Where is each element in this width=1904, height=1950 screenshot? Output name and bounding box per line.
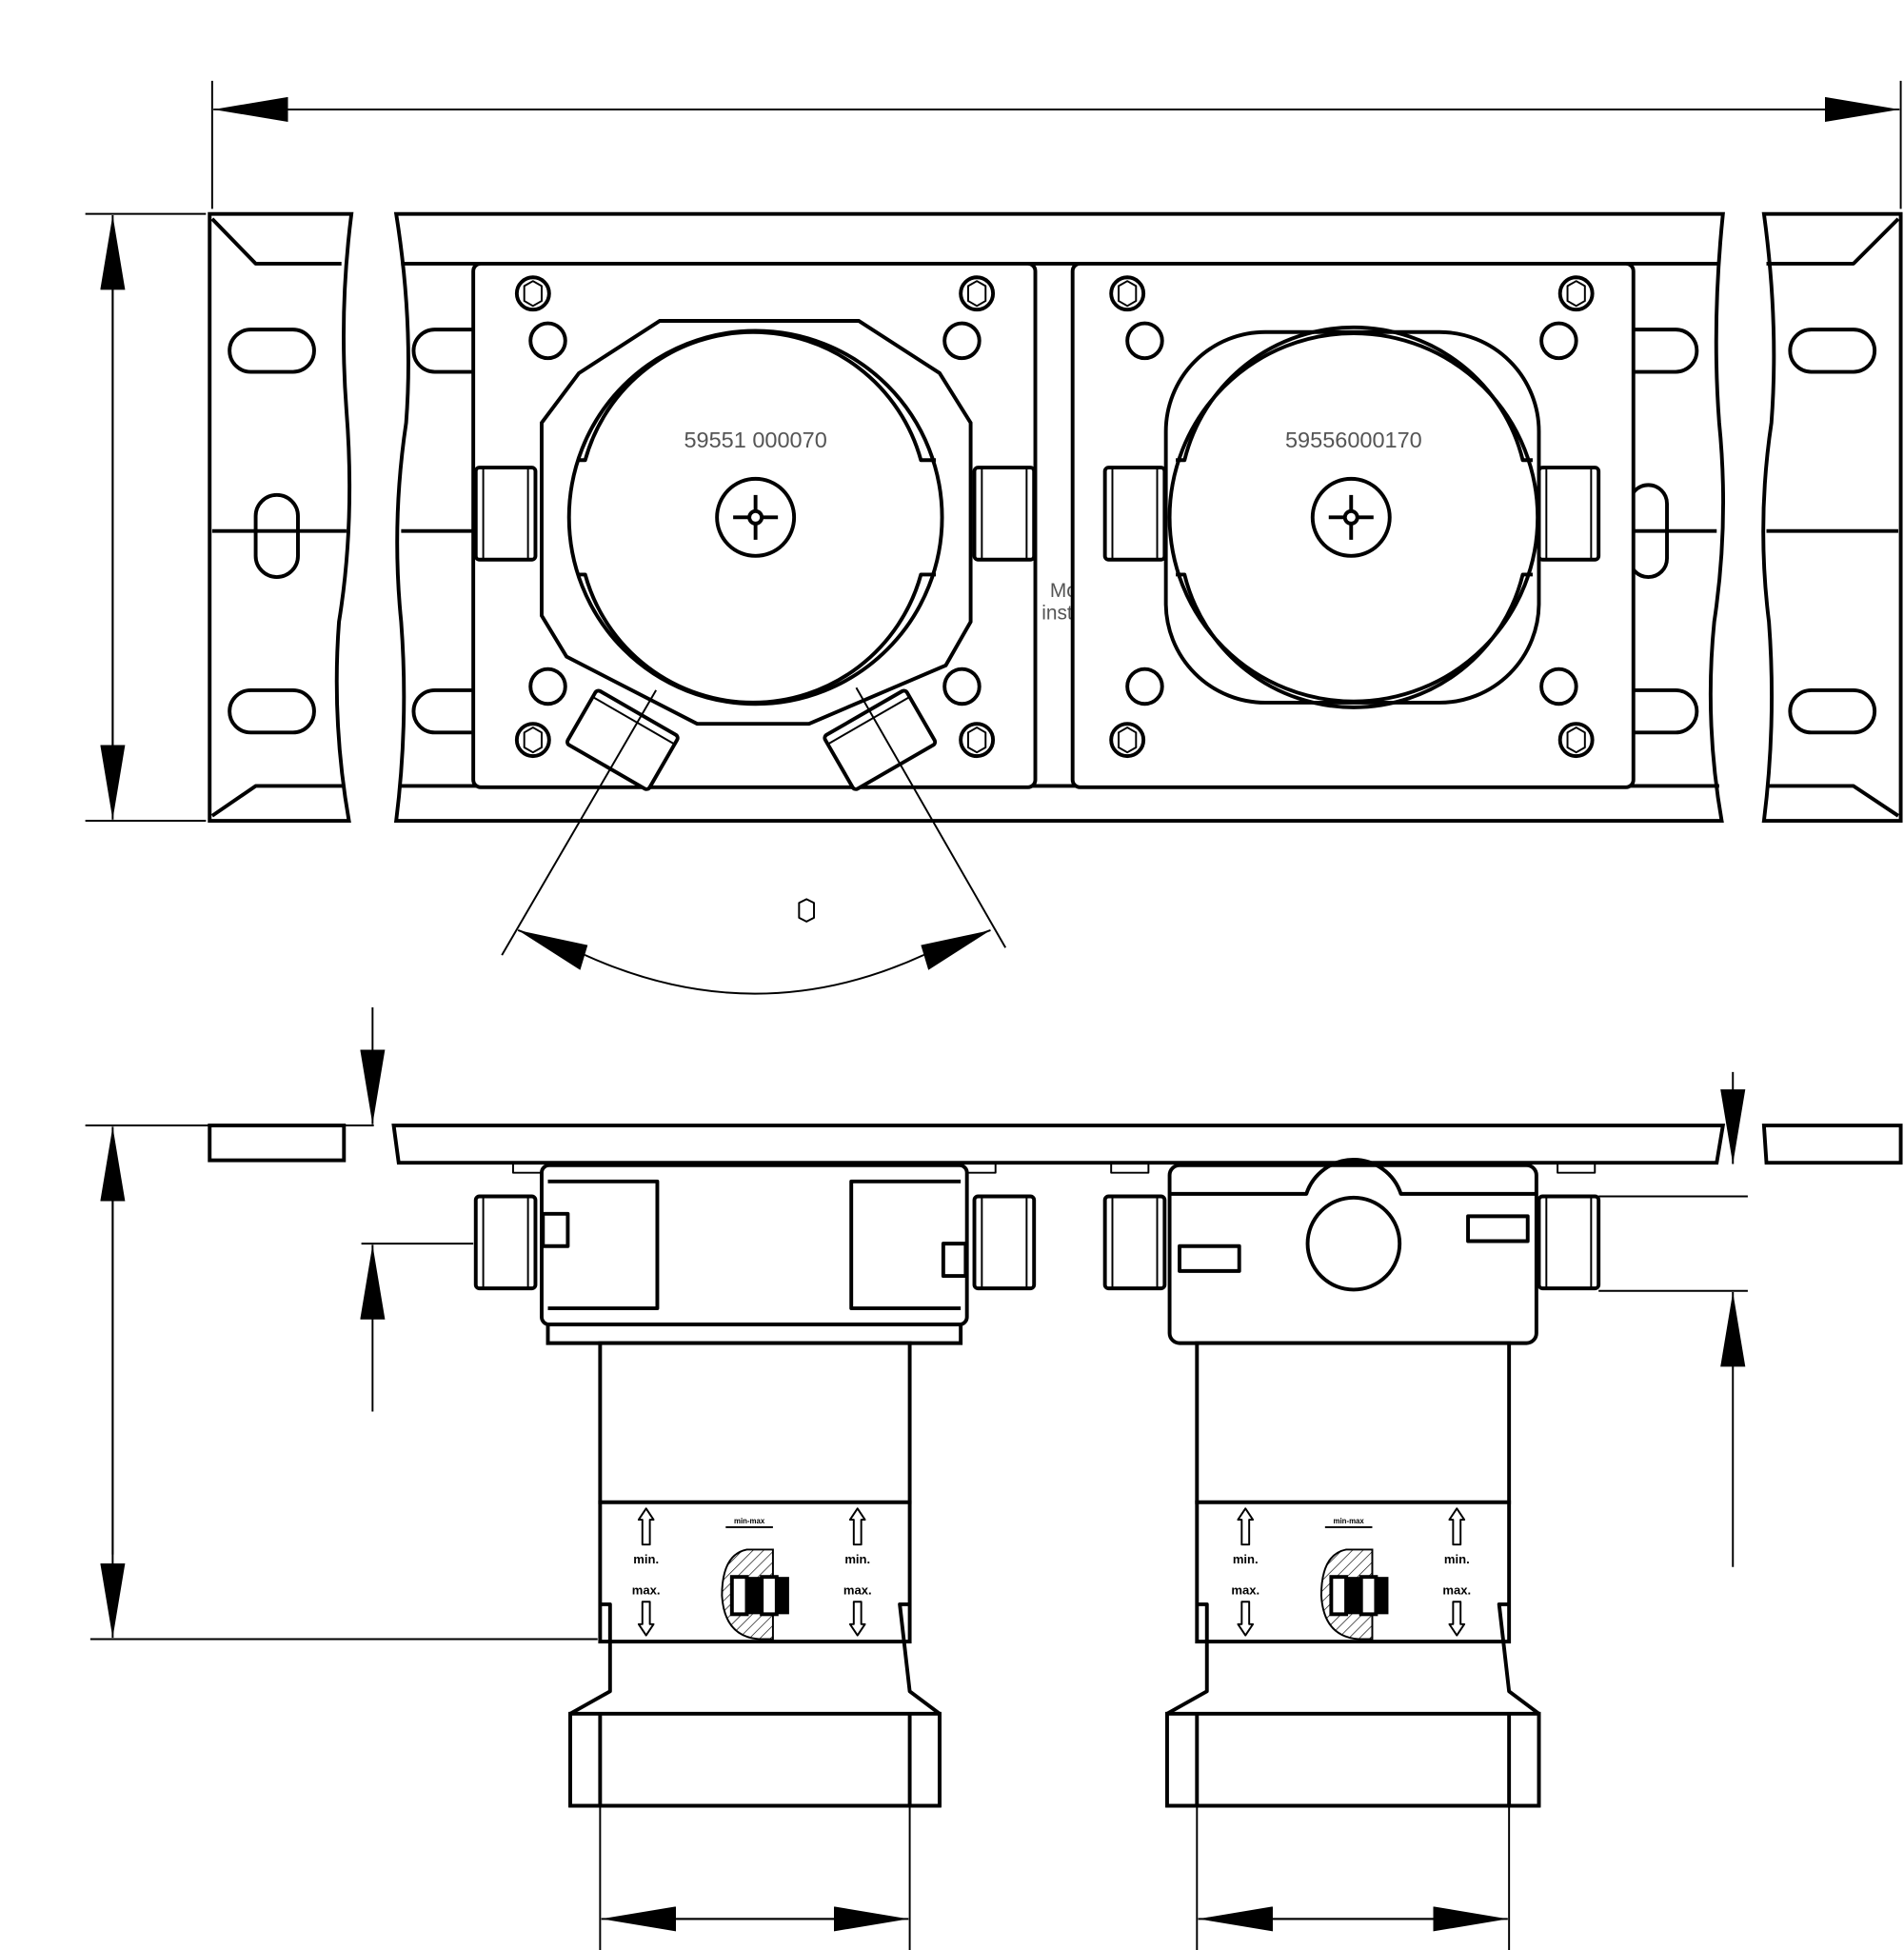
rotation-angle-dimension [501, 686, 1007, 995]
overall-width-dimension [210, 80, 1902, 209]
left-module-side: min. max. min. max. min-max [473, 1162, 1037, 1808]
max-label-right: max. [1442, 1582, 1471, 1597]
connector-height-dimension-right [1598, 1071, 1748, 1567]
side-note-line2: inst [1041, 602, 1073, 624]
right-module-label: 59556000170 [1285, 428, 1422, 452]
connector [972, 1194, 1037, 1291]
connector [473, 1194, 538, 1291]
connector [1102, 1194, 1167, 1291]
top-view: 59551 000070 Mo inst [85, 80, 1903, 995]
right-module-side: min. max. min. max. min-max [1102, 1157, 1601, 1808]
plate [208, 1124, 1903, 1165]
min-label-right: min. [844, 1552, 870, 1566]
side-note-line1: Mo [1050, 580, 1078, 602]
min-max-panel: min. max. min. max. min-max [1231, 1506, 1471, 1642]
min-max-label: min-max [1334, 1517, 1365, 1525]
side-view: min. max. min. max. min-max [85, 1006, 1903, 1950]
right-module-plate: 59556000170 [1070, 261, 1636, 789]
connector [1537, 1194, 1601, 1291]
left-module-plate: 59551 000070 Mo inst [471, 261, 1078, 791]
height-dimension-left [85, 1124, 598, 1641]
min-label: min. [633, 1552, 659, 1566]
pipe-width-dimensions [599, 1805, 1511, 1950]
mounting-rail [208, 211, 1903, 823]
min-max-label: min-max [734, 1517, 765, 1525]
overall-height-dimension [85, 212, 207, 823]
angled-connector-right [823, 688, 938, 791]
left-module-label: 59551 000070 [684, 428, 826, 452]
angle-hex-symbol-icon [798, 898, 815, 923]
max-label: max. [1231, 1582, 1259, 1597]
slot-vertical [253, 492, 300, 579]
connector-offset-dimension [360, 1006, 474, 1412]
min-label: min. [1233, 1552, 1259, 1566]
max-label: max. [632, 1582, 661, 1597]
max-label-right: max. [843, 1582, 872, 1597]
min-label-right: min. [1444, 1552, 1470, 1566]
angled-connector-left [565, 688, 680, 791]
min-max-panel: min. max. min. max. min-max [632, 1506, 872, 1642]
